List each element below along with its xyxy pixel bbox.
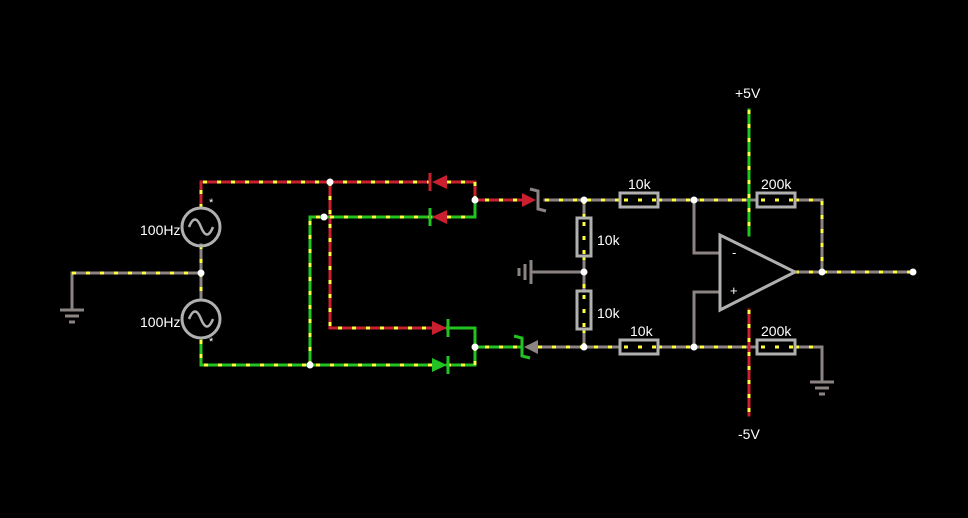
resistor-10k-vertical-bottom[interactable]	[575, 289, 593, 331]
diode-top-1[interactable]	[428, 173, 447, 191]
diode-bottom-2[interactable]	[432, 356, 450, 374]
ac-source-bottom[interactable]	[180, 298, 222, 340]
feedback-resistor-label: 200k	[761, 176, 792, 192]
op-amp-noninverting-label: +	[730, 283, 738, 298]
diode-top-2[interactable]	[428, 208, 447, 226]
resistor-10k-vertical-top[interactable]	[575, 216, 593, 258]
ground-right	[810, 345, 834, 396]
supply-positive-label: +5V	[735, 85, 761, 101]
resistor-10k-top[interactable]	[618, 191, 660, 209]
op-amp[interactable]	[718, 232, 799, 313]
resistor-vertical-bottom-label: 10k	[597, 305, 620, 321]
source-top-label: 100Hz	[140, 222, 181, 238]
source-bottom-polarity-mark: *	[209, 336, 214, 348]
supply-negative-label: -5V	[738, 426, 760, 442]
ground-left	[60, 272, 84, 324]
source-bottom-label: 100Hz	[140, 314, 181, 330]
zener-diode-bottom[interactable]	[513, 334, 538, 360]
resistor-200k-bottom[interactable]	[755, 338, 797, 356]
ground-resistor-label: 200k	[761, 323, 792, 339]
resistor-bottom-label: 10k	[630, 323, 653, 339]
junction-nodes	[197, 178, 917, 369]
zener-diode-top[interactable]	[522, 187, 547, 213]
resistor-top-label: 10k	[628, 176, 651, 192]
resistor-200k-top[interactable]	[755, 191, 797, 209]
ac-source-top[interactable]	[180, 206, 222, 248]
diode-bottom-1[interactable]	[432, 319, 450, 337]
wires-positive	[199, 108, 751, 367]
ground-middle	[517, 260, 584, 284]
resistor-10k-bottom[interactable]	[618, 338, 660, 356]
current-dots	[72, 110, 913, 415]
op-amp-inverting-label: -	[732, 245, 737, 260]
source-top-polarity-mark: *	[209, 197, 214, 209]
resistor-vertical-top-label: 10k	[597, 232, 620, 248]
